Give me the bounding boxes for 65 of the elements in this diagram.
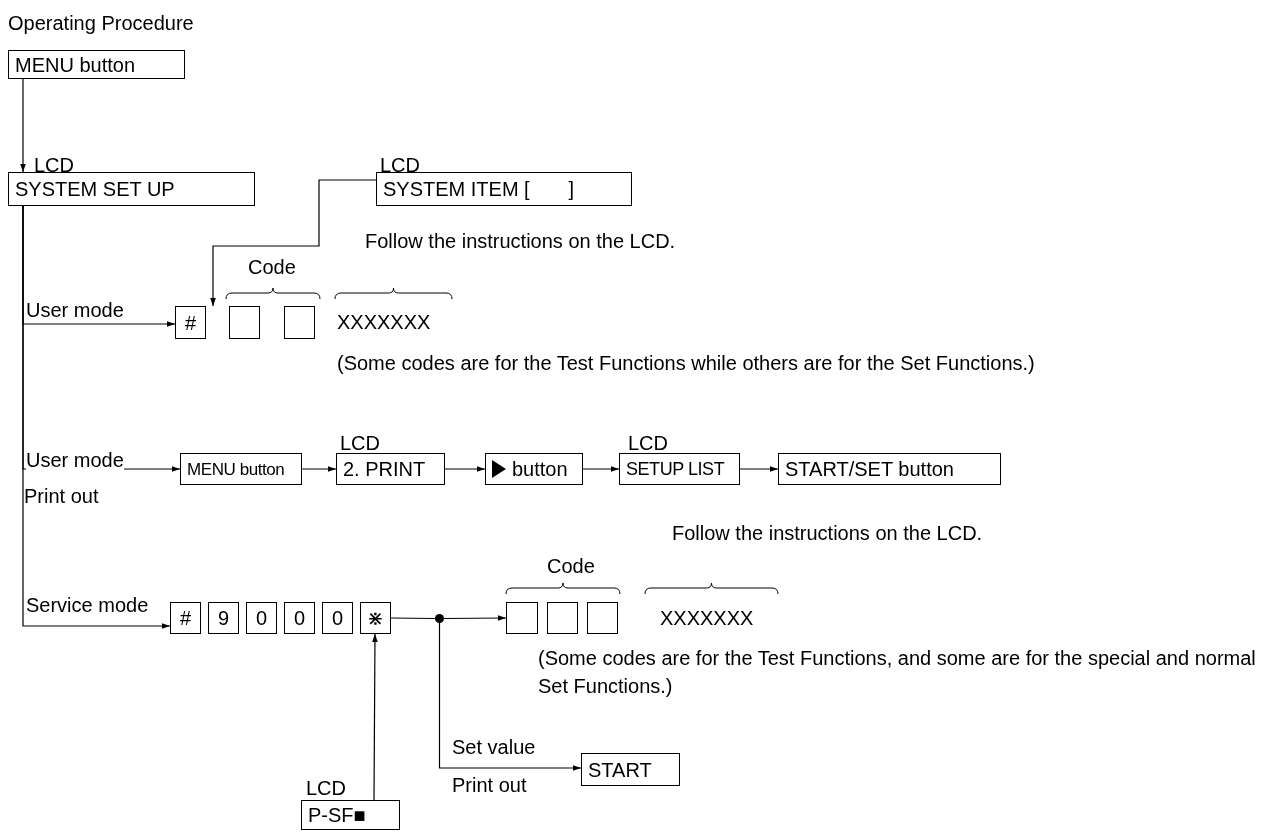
code-entry-box	[284, 306, 315, 339]
lcd-display-box	[301, 800, 400, 830]
lcd-display-box	[376, 172, 632, 206]
code-entry-box	[229, 306, 260, 339]
note-text: Print out	[452, 773, 527, 798]
lcd-caption: LCD	[340, 431, 380, 456]
note-text: Print out	[24, 484, 99, 509]
arrow	[20, 78, 26, 173]
box-text: SYSTEM ITEM [ ]	[383, 179, 575, 199]
key-box	[284, 602, 315, 634]
box-text: START	[588, 759, 652, 780]
lcd-display-box	[336, 453, 445, 485]
lcd-caption: LCD	[306, 776, 346, 801]
box-text: SYSTEM SET UP	[15, 179, 175, 199]
box-text: button	[512, 459, 568, 479]
lcd-caption: LCD	[34, 153, 74, 178]
box-text: #	[184, 312, 197, 333]
arrow	[22, 205, 171, 629]
note-text: Follow the instructions on the LCD.	[672, 521, 983, 546]
code-entry-box	[506, 602, 538, 634]
note-text: XXXXXXX	[660, 606, 754, 631]
box-text: 0	[331, 608, 344, 628]
arrow	[372, 633, 378, 801]
note-text: Follow the instructions on the LCD.	[365, 229, 676, 254]
note-text: XXXXXXX	[337, 310, 431, 335]
arrow	[582, 466, 620, 472]
button-box	[581, 753, 680, 786]
box-text: MENU button	[15, 54, 136, 75]
note-text: (Some codes are for the Test Functions while others are for the Set Functions.)	[337, 351, 1035, 376]
box-text: 0	[255, 608, 268, 628]
button-box	[485, 453, 583, 485]
note-text: Code	[248, 255, 296, 280]
note-text: Code	[547, 554, 595, 579]
code-entry-box	[587, 602, 618, 634]
box-text: 2. PRINT	[343, 459, 426, 479]
box-text: 9	[217, 608, 230, 628]
button-box	[8, 50, 185, 79]
arrow	[438, 622, 582, 771]
arrow	[739, 466, 779, 472]
box-text: P-SF■	[308, 805, 366, 825]
lcd-caption: LCD	[628, 431, 668, 456]
button-box	[180, 453, 302, 485]
box-text: #	[179, 608, 192, 628]
lcd-display-box	[619, 453, 740, 485]
title: Operating Procedure	[8, 11, 194, 36]
box-text: ⋇	[367, 608, 384, 628]
arrow	[301, 466, 337, 472]
box-text: SETUP LIST	[626, 460, 725, 478]
key-box	[175, 306, 206, 339]
box-text: MENU button	[187, 460, 285, 478]
lcd-caption: LCD	[380, 153, 420, 178]
key-box	[170, 602, 201, 634]
key-box	[322, 602, 353, 634]
button-box	[778, 453, 1001, 485]
box-text: 0	[293, 608, 306, 628]
arrow	[210, 179, 377, 307]
key-box	[360, 602, 391, 634]
lcd-display-box	[8, 172, 255, 206]
note-text: (Some codes are for the Test Functions, and some are for the special and normal Set Functions.)	[538, 646, 1257, 699]
key-box	[208, 602, 239, 634]
key-box	[246, 602, 277, 634]
box-text: START/SET button	[785, 459, 954, 479]
code-entry-box	[547, 602, 578, 634]
arrow	[444, 466, 486, 472]
arrow	[443, 615, 507, 621]
